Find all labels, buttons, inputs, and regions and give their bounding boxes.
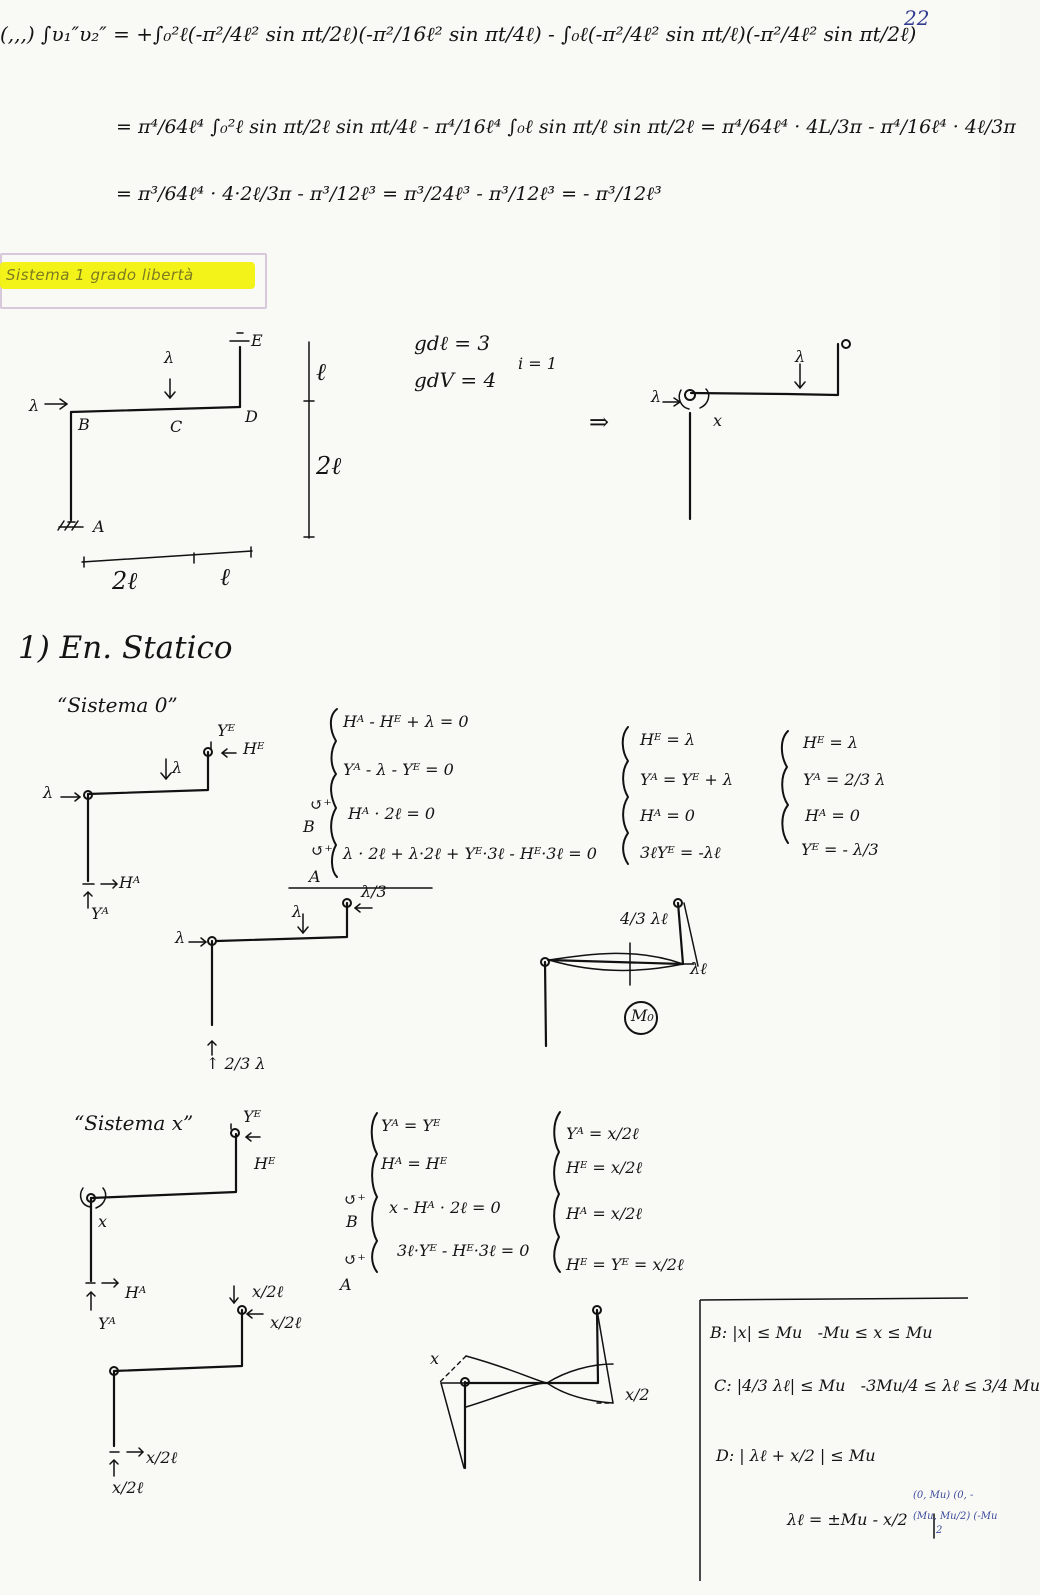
system-x-sol3: Hᴬ = x/2ℓ (566, 1204, 643, 1223)
structure-1-lambda-left: λ (29, 396, 40, 415)
system-0-eq4: λ · 2ℓ + λ·2ℓ + Yᴱ·3ℓ - Hᴱ·3ℓ = 0 (343, 844, 597, 863)
system-x-eq1: Yᴬ = Yᴱ (381, 1116, 441, 1135)
system-0-sol1: Hᴱ = λ (640, 730, 696, 749)
system-x-x2l-4: x/2ℓ (112, 1478, 144, 1497)
system-x-x2l-2: x/2ℓ (270, 1313, 302, 1332)
system-0-final3: Hᴬ = 0 (805, 806, 860, 825)
structure-1-d: D (245, 407, 258, 426)
system-0-final1: Hᴱ = λ (803, 733, 859, 752)
system-x-eq4: 3ℓ·Yᴱ - Hᴱ·3ℓ = 0 (397, 1241, 530, 1260)
system-0-drawing (60, 708, 789, 1056)
system-x-title: “Sistema x” (74, 1111, 194, 1135)
i-value: i = 1 (518, 354, 557, 373)
system-0-eq2: Yᴬ - λ - Yᴱ = 0 (343, 760, 454, 779)
limit-corner-1: (0, Mu) (0, - (913, 1490, 974, 1501)
structure-1-a: A (93, 517, 105, 536)
system-x-sol2: Hᴱ = x/2ℓ (566, 1158, 643, 1177)
system-x-he: Hᴱ (254, 1154, 276, 1173)
implication-arrow: ⇒ (589, 408, 610, 436)
system-x-x2l-3: x/2ℓ (146, 1448, 178, 1467)
limit-c: C: |4/3 λℓ| ≤ Mu -3Mu/4 ≤ λℓ ≤ 3/4 Mu (714, 1376, 1040, 1395)
structure-1-dim-2l-horizontal: 2ℓ (112, 567, 138, 595)
system-x-ha: Hᴬ (125, 1283, 147, 1302)
limit-b: B: |x| ≤ Mu -Mu ≤ x ≤ Mu (710, 1323, 933, 1342)
structure-1-x: x (713, 411, 723, 430)
system-0-ye: Yᴱ (217, 721, 235, 740)
system-0-sol3: Hᴬ = 0 (640, 806, 695, 825)
structure-1-drawing (44, 332, 852, 568)
system-0-moment-b: ↺⁺ (310, 795, 332, 814)
system-0-ya: Yᴬ (91, 904, 109, 923)
system-x-ye: Yᴱ (243, 1107, 261, 1126)
structure-1-dim-l-vertical: ℓ (316, 358, 326, 386)
equation-line-3: = π³/64ℓ⁴ · 4·2ℓ/3π - π³/12ℓ³ = π³/24ℓ³ … (116, 183, 662, 205)
system-x-x2l-1: x/2ℓ (252, 1282, 284, 1301)
limit-equation: λℓ = ±Mu - x/2 (787, 1510, 908, 1529)
limit-d: D: | λℓ + x/2 | ≤ Mu (716, 1446, 876, 1465)
system-0-eq3: Hᴬ · 2ℓ = 0 (348, 804, 436, 823)
section-title: 1) En. Statico (18, 630, 233, 666)
page-number: 22 (904, 6, 930, 30)
system-x-x: x (98, 1212, 108, 1231)
system-0-sol4: 3ℓYᴱ = -λℓ (640, 843, 721, 862)
system-0-lambda-over-3: λ/3 (361, 882, 387, 901)
structure-1-right-lambda-1: λ (651, 387, 662, 406)
equation-line-2: = π⁴/64ℓ⁴ ∫₀²ℓ sin πt/2ℓ sin πt/4ℓ - π⁴/… (116, 116, 1016, 138)
system-0-moment-a: ↺⁺ (311, 841, 333, 860)
structure-1-lambda-top: λ (164, 348, 175, 367)
system-x-eq2: Hᴬ = Hᴱ (381, 1154, 448, 1173)
system-0-lambda-left-2: λ (175, 928, 186, 947)
system-x-sol4: Hᴱ = Yᴱ = x/2ℓ (566, 1255, 684, 1274)
gdl-value: gdℓ = 3 (414, 331, 491, 355)
system-0-sol2: Yᴬ = Yᴱ + λ (640, 770, 734, 789)
system-x-sol1: Yᴬ = x/2ℓ (566, 1124, 639, 1143)
system-0-ya-2: ↑ 2/3 λ (206, 1054, 266, 1073)
system-0-m0: M₀ (631, 1006, 654, 1025)
system-0-moment-b-label: B (303, 817, 315, 836)
system-0-ha: Hᴬ (119, 873, 141, 892)
system-0-he: Hᴱ (243, 739, 265, 758)
structure-1-b: B (78, 415, 90, 434)
gdv-value: gdV = 4 (414, 368, 497, 392)
limit-corner-2: (Mu, Mu/2) (-Mu (913, 1511, 998, 1522)
system-0-lambda-load-2: λ (292, 902, 303, 921)
system-x-moment-a-label: A (340, 1275, 352, 1294)
equation-line-1: (,,,) ∫υ₁″υ₂″ = +∫₀²ℓ(-π²/4ℓ² sin πt/2ℓ)… (0, 22, 917, 46)
structure-1-right-lambda-2: λ (795, 347, 806, 366)
structure-1-e: E (251, 331, 263, 350)
system-0-lambda-load: λ (172, 758, 183, 777)
system-x-diagram-x2: x/2 (625, 1385, 650, 1404)
sketch-svg (44, 332, 969, 1581)
system-0-final2: Yᴬ = 2/3 λ (803, 770, 886, 789)
structure-1-c: C (170, 417, 183, 436)
highlight-text: Sistema 1 grado libertà (6, 266, 194, 284)
limits-box (699, 1297, 969, 1581)
document-page: 22 (,,,) ∫υ₁″υ₂″ = +∫₀²ℓ(-π²/4ℓ² sin πt/… (0, 6, 1040, 1581)
system-x-moment-b: ↺⁺ (344, 1190, 366, 1209)
structure-1-dim-l-horizontal: ℓ (220, 563, 230, 591)
system-x-moment-a: ↺⁺ (344, 1250, 366, 1269)
limit-corner-3: 2 (936, 1525, 943, 1536)
system-0-diagram-l: λℓ (690, 959, 707, 978)
structure-1-dim-2l-vertical: 2ℓ (316, 452, 342, 480)
system-0-diagram-43: 4/3 λℓ (620, 909, 668, 928)
system-x-ya: Yᴬ (98, 1314, 116, 1333)
system-x-diagram-x: x (430, 1349, 440, 1368)
system-0-title: “Sistema 0” (57, 693, 178, 717)
system-0-eq1: Hᴬ - Hᴱ + λ = 0 (343, 712, 469, 731)
system-x-moment-b-label: B (346, 1212, 358, 1231)
highlight-bar (0, 262, 255, 289)
system-0-moment-a-label: A (309, 867, 321, 886)
system-x-drawing (79, 1111, 614, 1477)
system-0-lambda-left: λ (43, 783, 54, 802)
system-x-eq3: x - Hᴬ · 2ℓ = 0 (389, 1198, 501, 1217)
system-0-final4: Yᴱ = - λ/3 (801, 840, 879, 859)
